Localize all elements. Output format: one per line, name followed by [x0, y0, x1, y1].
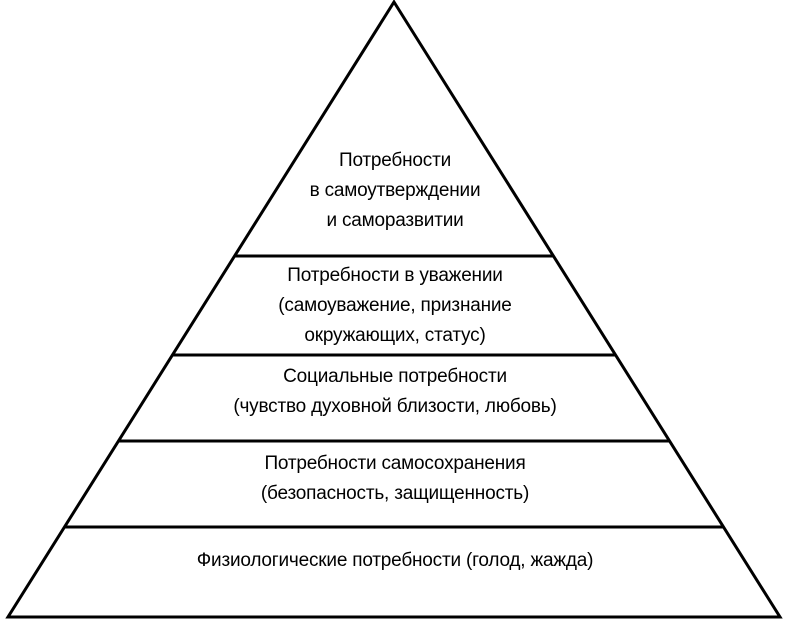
tier-label-social: Социальные потребности (чувство духовной…: [233, 366, 557, 417]
tier-label-esteem: Потребности в уважении (самоуважение, пр…: [278, 265, 512, 346]
tier-label-safety: Потребности самосохранения (безопасность…: [260, 453, 530, 504]
tier-label-self-actualization: Потребности в самоутверждении и саморазв…: [309, 150, 481, 231]
pyramid-outline: [5, 0, 783, 619]
tier-label-physiological: Физиологические потребности (голод, жажд…: [196, 550, 594, 571]
